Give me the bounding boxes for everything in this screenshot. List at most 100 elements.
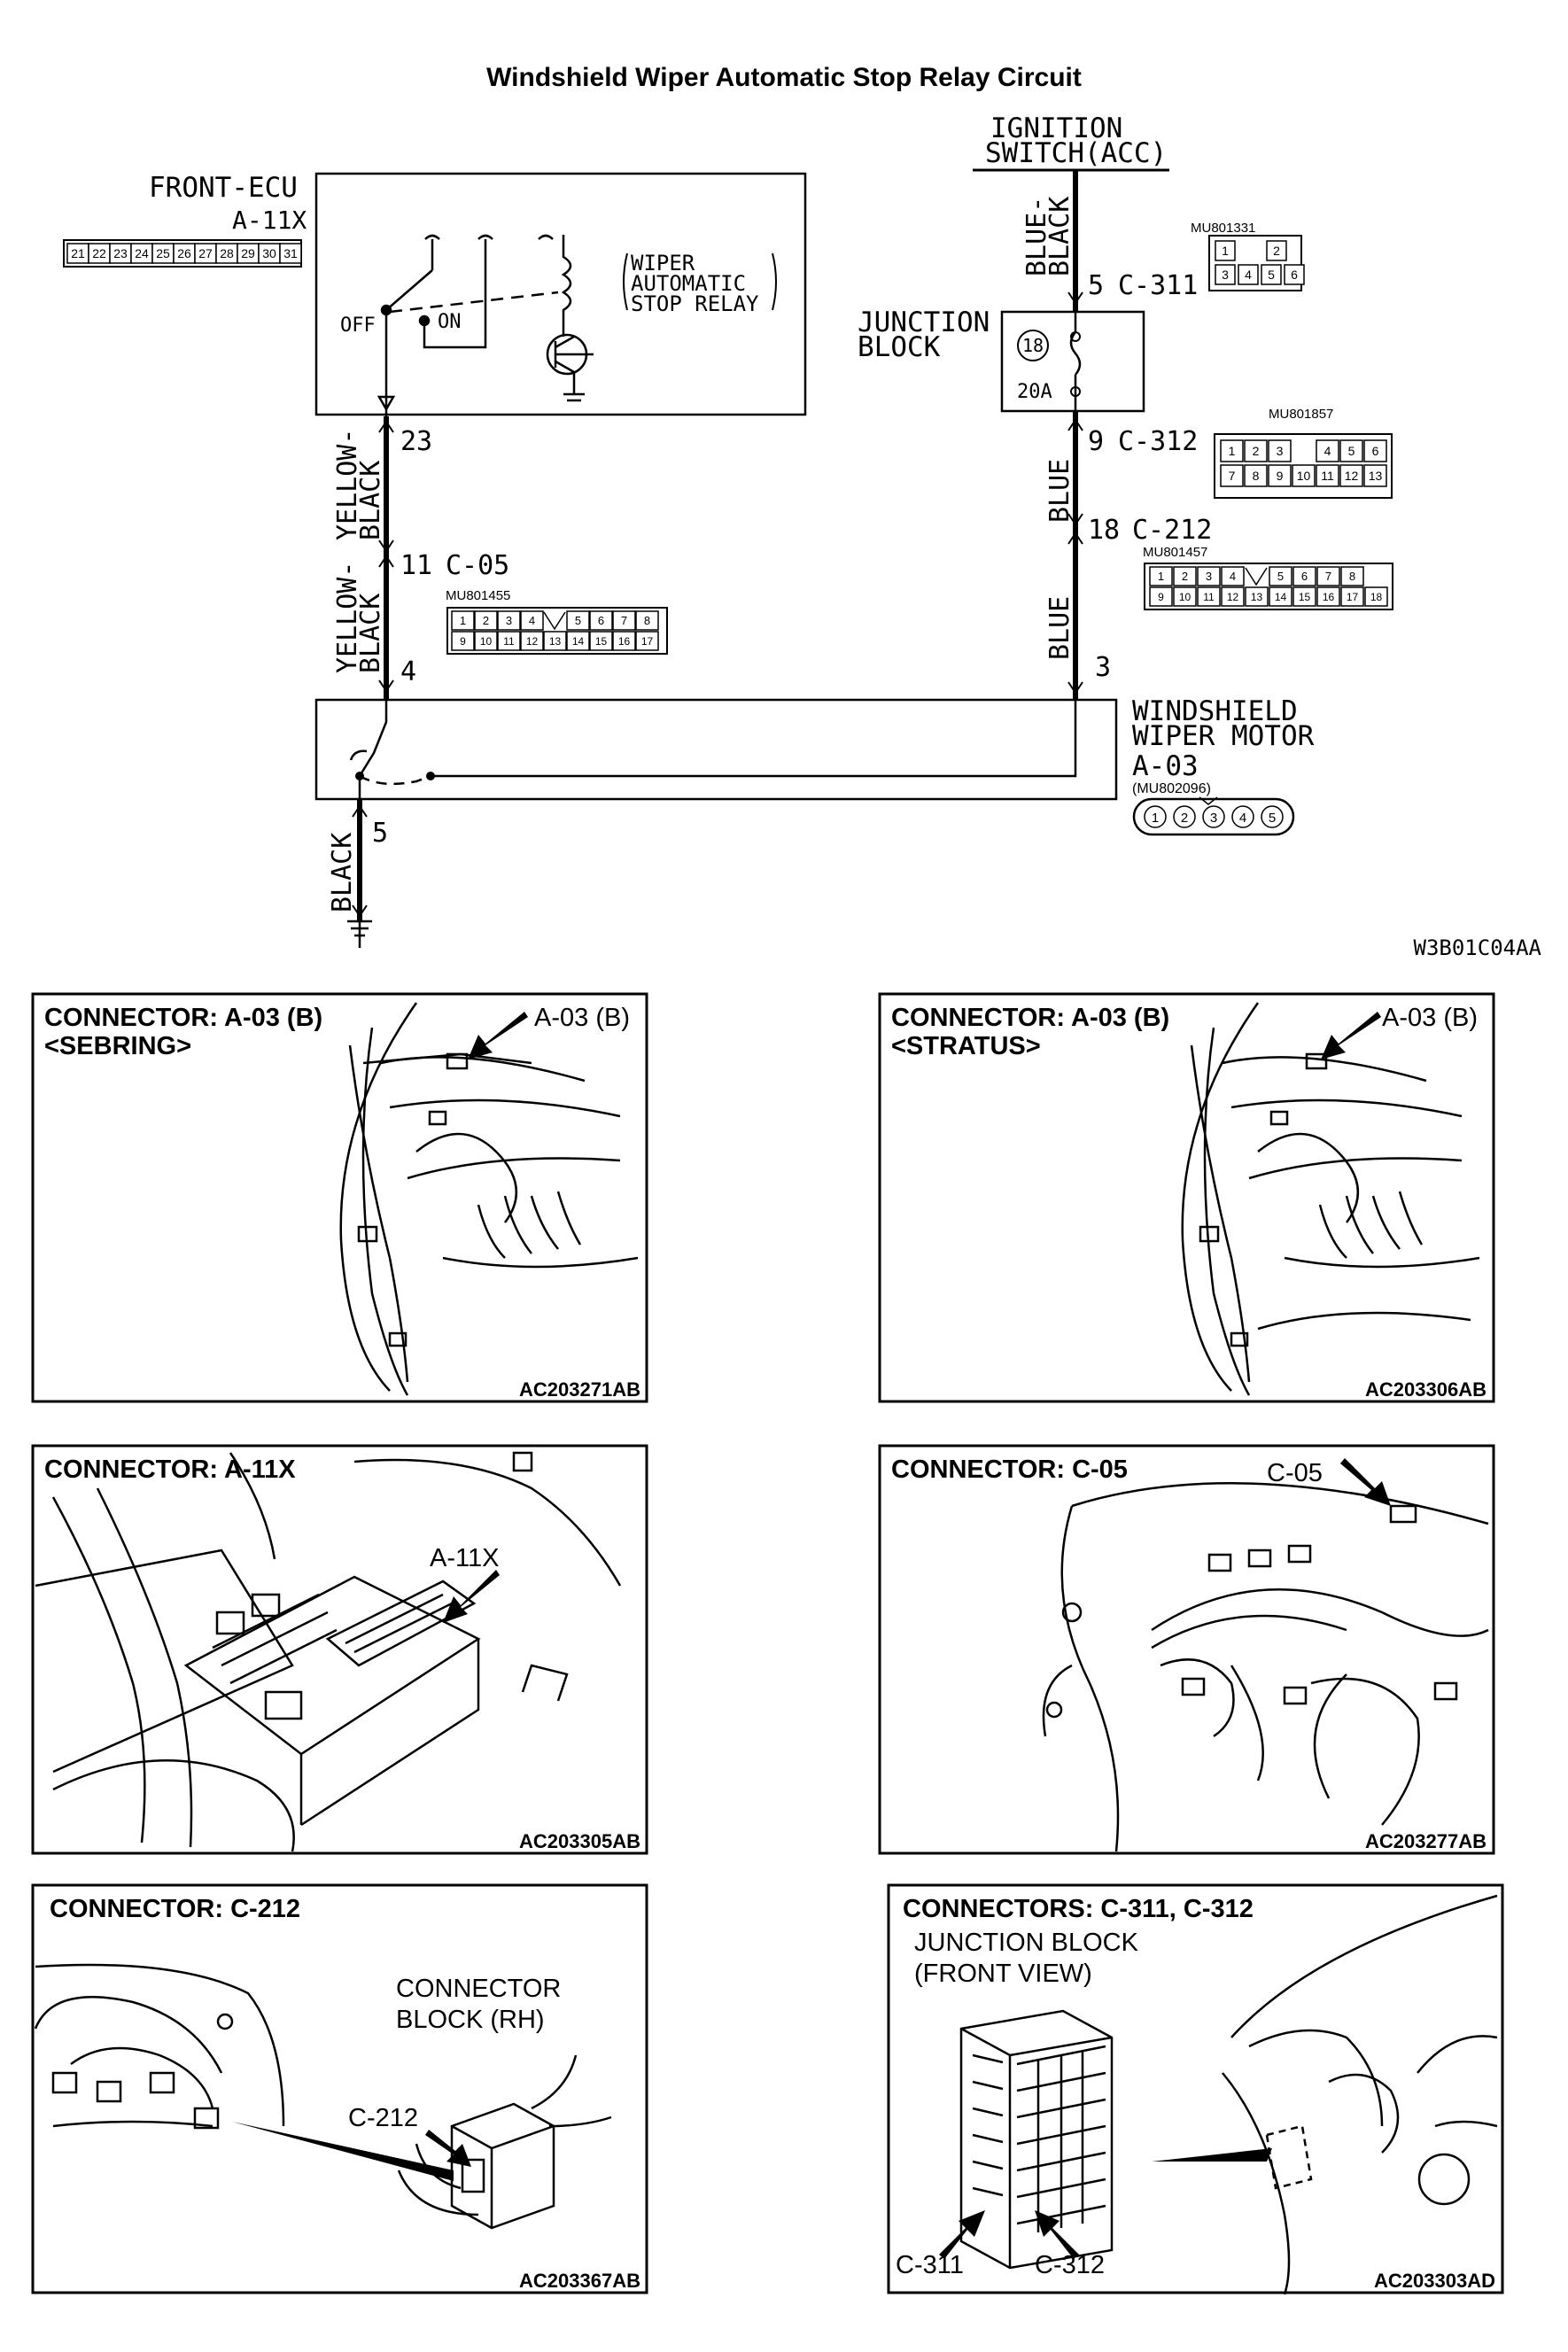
connector-pin-cell [497, 631, 521, 651]
connector-pin-number: 7 [621, 614, 627, 627]
connector-pin-cell [1316, 439, 1339, 462]
connector-pin-cell [1364, 586, 1388, 607]
panel-a11x-heading: CONNECTOR: A-11X [44, 1455, 296, 1484]
fuse-rating: 20A [1017, 381, 1052, 403]
connector-pin-cell [1215, 240, 1236, 261]
connector-pin-number: 1 [1158, 570, 1164, 583]
connector-pin-number: 10 [1179, 591, 1192, 603]
connector-pin-number: 23 [113, 246, 128, 260]
wiper-motor-label-2: WIPER MOTOR [1132, 720, 1315, 752]
connector-pin-cell [1268, 464, 1292, 487]
connector-pin-number: 6 [598, 614, 604, 627]
panel-c05-heading: CONNECTOR: C-05 [891, 1455, 1128, 1484]
wire-ground-arrows [352, 804, 368, 918]
connector-pin-number: 30 [262, 246, 276, 260]
connector-pin-number: 1 [1229, 444, 1236, 458]
connector-pin-number: 14 [1275, 591, 1287, 603]
panel-c212-heading: CONNECTOR: C-212 [50, 1895, 300, 1923]
connector-pin-cell [1261, 264, 1282, 285]
relay-on-label: ON [438, 311, 462, 333]
motor-internal-wiring [358, 700, 1077, 799]
connector-pin-cell [1245, 586, 1269, 607]
connector-pin-cell [279, 243, 302, 264]
wire-label-ground: BLACK [327, 833, 358, 912]
c212-pin: 18 [1088, 515, 1120, 546]
connector-pin-number: 2 [1253, 444, 1260, 458]
connector-pin-cell [1292, 464, 1316, 487]
panel-c311-callout: C-311 [896, 2251, 964, 2279]
connector-pin-number: 3 [1206, 570, 1212, 583]
ground-pin: 5 [372, 818, 388, 849]
connector-pin-number: 4 [1239, 811, 1246, 826]
connector-pin-number: 26 [177, 246, 191, 260]
connector-pin-number: 8 [1349, 570, 1355, 583]
connector-pin-cell [1292, 586, 1316, 607]
connector-pin-cell [1268, 439, 1292, 462]
connector-pin-number: 18 [1370, 591, 1383, 603]
junction-block-label-1: JUNCTION [858, 307, 990, 338]
connector-pin-cell [1266, 240, 1287, 261]
connector-pin-cell [612, 631, 636, 651]
connector-pin-cell [1339, 464, 1363, 487]
wiper-relay-symbol [376, 234, 594, 416]
wire-label-bb-1: BLUE- [1021, 197, 1052, 276]
panel-a03-stratus-arrow [1321, 1012, 1381, 1060]
c05-label: C-05 [446, 550, 509, 581]
connector-pin-number: 16 [618, 635, 631, 648]
connector-pin-cell [1197, 586, 1221, 607]
a11x-label: A-11X [232, 206, 307, 235]
connector-pin-cell [1261, 805, 1284, 828]
connector-pin-cell [1144, 805, 1167, 828]
panel-c312-callout: C-312 [1035, 2251, 1105, 2279]
panel-c05-arrow [1340, 1458, 1391, 1506]
connector-pin-number: 5 [1268, 268, 1275, 282]
connector-pin-number: 11 [1321, 469, 1334, 483]
connector-pin-cell [1363, 439, 1387, 462]
panel-a03-sebring-heading-2: <SEBRING> [44, 1032, 191, 1060]
connector-pin-cell [1173, 586, 1197, 607]
connector-pin-number: 25 [156, 246, 170, 260]
connector-pin-number: 7 [1325, 570, 1331, 583]
connector-pin-cell [1269, 566, 1292, 586]
connector-pin-number: 3 [1210, 811, 1217, 826]
panel-c311-arrow [939, 2210, 985, 2259]
relay-label-1: WIPER [631, 251, 695, 276]
connector-pin-cell [1269, 586, 1292, 607]
panel-c212-illustration [34, 1963, 612, 2230]
connector-pin-cell [1292, 566, 1316, 586]
connector-pin-cell [497, 610, 521, 631]
connector-pin-number: 4 [1324, 444, 1331, 458]
connector-pin-number: 2 [483, 614, 489, 627]
panel-a11x-arrow [443, 1570, 500, 1623]
connector-pin-number: 2 [1181, 811, 1188, 826]
connector-pin-number: 11 [503, 635, 515, 648]
connector-pin-cell [1221, 566, 1245, 586]
wire-label-blue-lower: BLUE [1044, 596, 1075, 660]
connector-pin-cell [1316, 566, 1340, 586]
connector-pin-number: 5 [1348, 444, 1355, 458]
panel-c311-c312-heading: CONNECTORS: C-311, C-312 [903, 1895, 1254, 1923]
panel-c212-code: AC203367AB [519, 2270, 640, 2292]
connector-pin-number: 9 [460, 635, 466, 648]
panel-a03-sebring-heading-1: CONNECTOR: A-03 (B) [44, 1004, 322, 1032]
connector-pin-cell [520, 610, 544, 631]
panel-c311-c312-illustration [959, 1894, 1498, 2295]
connector-pin-number: 3 [1222, 268, 1229, 282]
wire-label-blue-upper: BLUE [1044, 459, 1075, 523]
panel-a03-stratus-callout: A-03 (B) [1382, 1004, 1478, 1032]
panel-c311-c312-pointer [1152, 2148, 1272, 2162]
panel-c212-callout: C-212 [348, 2104, 418, 2132]
connector-pin-cell [1340, 566, 1364, 586]
connector-pin-number: 29 [241, 246, 255, 260]
connector-pin-cell [635, 610, 659, 631]
panel-a11x-callout: A-11X [430, 1544, 499, 1572]
front-ecu-label: FRONT-ECU [149, 172, 298, 204]
connector-pin-cell [589, 631, 613, 651]
panel-c05-illustration [1042, 1482, 1489, 1852]
connector-pin-number: 17 [641, 635, 654, 648]
connector-pin-number: 24 [135, 246, 149, 260]
a03-part: (MU802096) [1132, 781, 1211, 796]
